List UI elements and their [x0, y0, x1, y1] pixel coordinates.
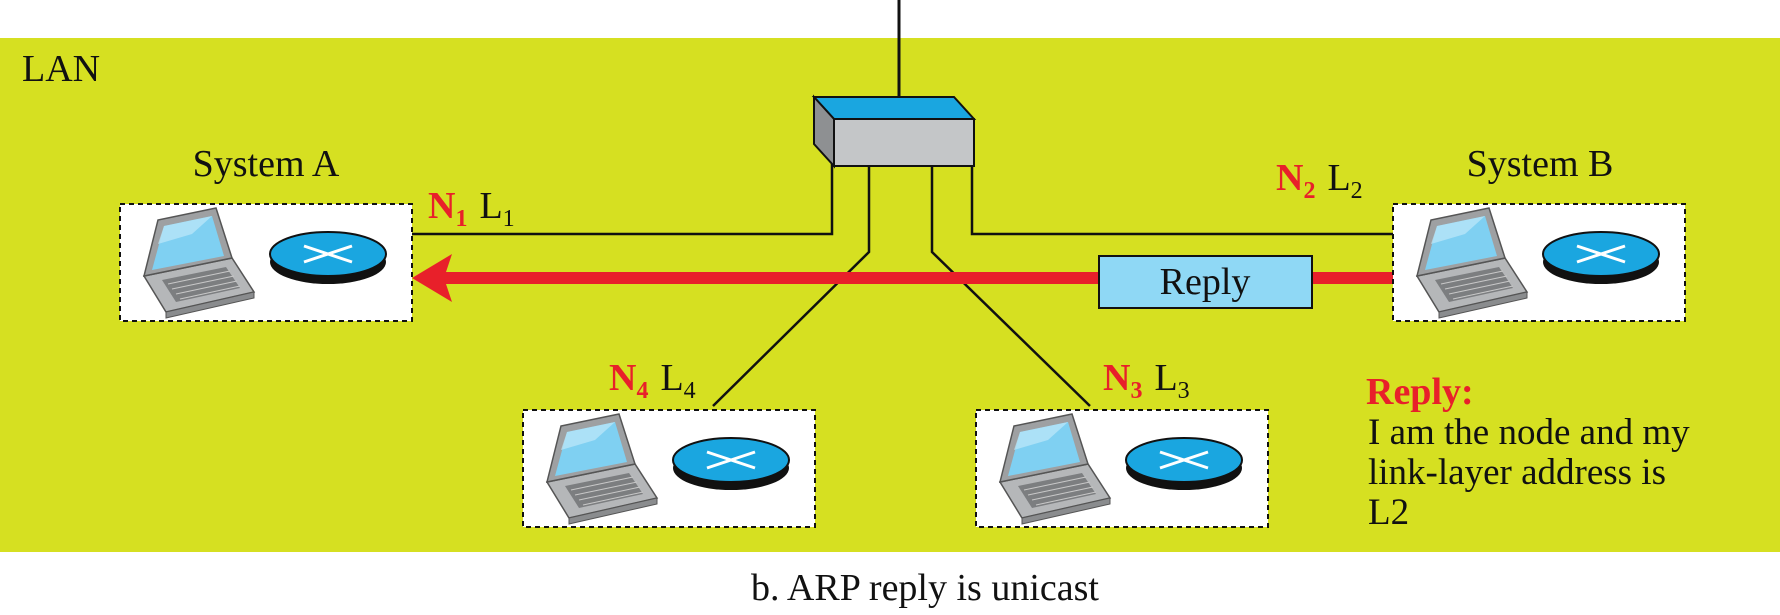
- router-icon: [1124, 436, 1244, 492]
- link-system-a: [412, 164, 834, 236]
- reply-note: Reply: I am the node and my link-layer a…: [1366, 371, 1690, 533]
- reply-note-heading: Reply:: [1366, 371, 1474, 413]
- reply-packet: Reply: [1098, 255, 1313, 309]
- reply-note-line: I am the node and my: [1368, 412, 1690, 453]
- switch-icon: [811, 94, 977, 169]
- reply-note-line: L2: [1368, 492, 1409, 533]
- figure-caption: b. ARP reply is unicast: [751, 567, 1099, 609]
- system-b-title: System B: [1467, 143, 1614, 185]
- network-links: [412, 164, 1393, 407]
- reply-packet-label: Reply: [1160, 261, 1251, 303]
- lan-label: LAN: [22, 48, 100, 90]
- reply-note-line: link-layer address is: [1368, 452, 1666, 493]
- router-icon: [671, 436, 791, 492]
- link-n4: [712, 164, 871, 407]
- system-a-title: System A: [193, 143, 340, 185]
- router-icon: [268, 230, 388, 286]
- link-n3: [930, 164, 1091, 407]
- router-icon: [1541, 230, 1661, 286]
- link-system-b: [970, 164, 1393, 236]
